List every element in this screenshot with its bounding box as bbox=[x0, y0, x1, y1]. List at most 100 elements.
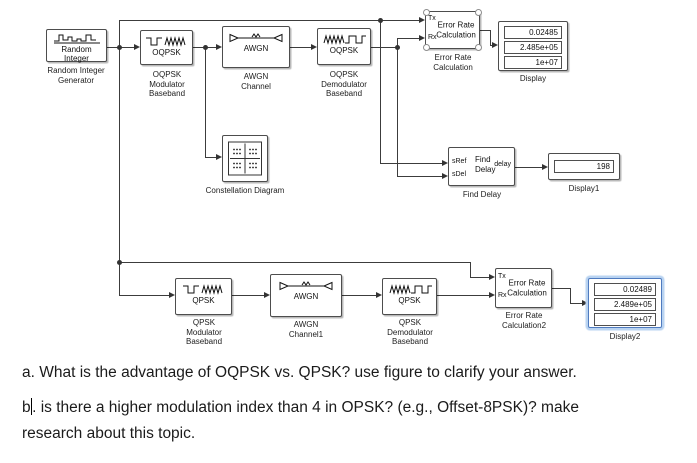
label-constellation-diagram: Constellation Diagram bbox=[205, 186, 285, 195]
block-text: QPSK bbox=[192, 296, 215, 305]
wire-arrowhead bbox=[376, 292, 382, 298]
signal-wire bbox=[515, 167, 543, 168]
label-display: Display bbox=[519, 74, 547, 83]
block-awgn-channel1[interactable]: AWGN bbox=[270, 274, 342, 317]
wire-junction-dot bbox=[117, 260, 122, 265]
wire-arrowhead bbox=[489, 292, 495, 298]
question-b-line1: . is there a higher modulation index tha… bbox=[32, 399, 579, 416]
block-text: Random Integer bbox=[61, 45, 92, 63]
block-constellation-diagram[interactable] bbox=[222, 135, 268, 182]
block-awgn-channel[interactable]: AWGN bbox=[222, 26, 290, 68]
constellation-scatter-icon bbox=[226, 139, 264, 178]
wire-junction-dot bbox=[395, 45, 400, 50]
signal-wire bbox=[371, 47, 398, 48]
signal-wire bbox=[397, 176, 443, 177]
label-display2: Display2 bbox=[609, 332, 641, 341]
demodulator-waveform-icon bbox=[387, 283, 433, 295]
display-value: 198 bbox=[554, 160, 614, 173]
signal-wire bbox=[490, 30, 491, 45]
block-find-delay[interactable]: sRef sDel Find Delay delay bbox=[448, 147, 515, 186]
port-tx: Tx bbox=[428, 15, 436, 22]
block-display2[interactable]: 0.02489 2.489e+05 1e+07 bbox=[588, 278, 662, 328]
label-oqpsk-demodulator: OQPSK Demodulator Baseband bbox=[321, 70, 367, 98]
block-text: Find Delay bbox=[475, 155, 496, 174]
modulator-waveform-icon bbox=[181, 283, 227, 295]
wire-arrowhead bbox=[169, 292, 175, 298]
block-error-rate-calculation[interactable]: Tx Rx Error Rate Calculation bbox=[423, 9, 482, 51]
wire-arrowhead bbox=[492, 42, 498, 48]
modulator-waveform-icon bbox=[144, 35, 190, 47]
block-text: QPSK bbox=[398, 296, 421, 305]
label-random-integer-generator: Random Integer Generator bbox=[47, 66, 105, 85]
wire-junction-dot bbox=[378, 18, 383, 23]
signal-wire bbox=[397, 38, 398, 47]
selection-handle[interactable] bbox=[475, 44, 482, 51]
signal-wire bbox=[119, 295, 170, 296]
block-text: OQPSK bbox=[329, 46, 359, 55]
block-text: AWGN bbox=[243, 44, 269, 53]
block-text: AWGN bbox=[293, 292, 319, 301]
selection-handle[interactable] bbox=[423, 44, 430, 51]
block-text: Error Rate Calculation bbox=[436, 20, 476, 40]
awgn-channel-icon bbox=[227, 33, 285, 43]
display-value: 1e+07 bbox=[594, 313, 656, 326]
wire-arrowhead bbox=[419, 35, 425, 41]
signal-wire bbox=[470, 262, 471, 277]
block-oqpsk-modulator[interactable]: OQPSK bbox=[140, 30, 193, 65]
block-display1[interactable]: 198 bbox=[548, 153, 620, 180]
block-qpsk-demodulator[interactable]: QPSK bbox=[382, 278, 437, 315]
question-b[interactable]: b. is there a higher modulation index th… bbox=[22, 395, 690, 447]
signal-wire bbox=[342, 295, 377, 296]
selection-handle[interactable] bbox=[423, 9, 430, 16]
label-qpsk-modulator: QPSK Modulator Baseband bbox=[185, 318, 223, 346]
signal-wire bbox=[397, 47, 398, 176]
display-value: 2.489e+05 bbox=[594, 298, 656, 311]
block-oqpsk-demodulator[interactable]: OQPSK bbox=[317, 28, 371, 65]
signal-wire bbox=[552, 288, 571, 289]
question-b-line2: research about this topic. bbox=[22, 425, 196, 442]
question-b-prefix: b bbox=[22, 399, 31, 416]
signal-wire bbox=[480, 30, 491, 31]
wire-arrowhead bbox=[216, 154, 222, 160]
display-value: 0.02489 bbox=[594, 283, 656, 296]
selection-handle[interactable] bbox=[475, 9, 482, 16]
display-value: 0.02485 bbox=[504, 26, 562, 39]
wire-arrowhead bbox=[311, 44, 317, 50]
block-error-rate-calculation2[interactable]: Tx Rx Error Rate Calculation bbox=[495, 268, 552, 308]
wire-junction-dot bbox=[117, 45, 122, 50]
wire-arrowhead bbox=[134, 44, 140, 50]
block-qpsk-modulator[interactable]: QPSK bbox=[175, 278, 232, 315]
question-a[interactable]: a. What is the advantage of OQPSK vs. QP… bbox=[22, 364, 577, 381]
port-rx: Rx bbox=[498, 292, 507, 299]
wire-arrowhead bbox=[582, 300, 588, 306]
port-tx: Tx bbox=[498, 273, 506, 280]
label-awgn-channel: AWGN Channel bbox=[241, 72, 271, 91]
awgn-channel-icon bbox=[277, 281, 335, 291]
label-error-rate-calculation2: Error Rate Calculation2 bbox=[501, 311, 547, 330]
block-text: OQPSK bbox=[152, 48, 181, 57]
label-find-delay: Find Delay bbox=[462, 190, 502, 199]
question-text-area: a. What is the advantage of OQPSK vs. QP… bbox=[22, 360, 690, 447]
wire-arrowhead bbox=[442, 160, 448, 166]
label-qpsk-demodulator: QPSK Demodulator Baseband bbox=[387, 318, 433, 346]
signal-wire bbox=[397, 38, 420, 39]
random-stairstep-signal-icon bbox=[52, 33, 102, 44]
port-rx: Rx bbox=[428, 34, 437, 41]
port-sdel: sDel bbox=[452, 171, 467, 178]
display-value: 1e+07 bbox=[504, 56, 562, 69]
signal-wire bbox=[119, 20, 120, 47]
block-text: Error Rate Calculation bbox=[507, 278, 547, 298]
block-random-integer-generator[interactable]: Random Integer bbox=[46, 29, 107, 63]
block-display[interactable]: 0.02485 2.485e+05 1e+07 bbox=[498, 21, 568, 71]
wire-arrowhead bbox=[216, 44, 222, 50]
wire-arrowhead bbox=[419, 17, 425, 23]
wire-arrowhead bbox=[542, 164, 548, 170]
signal-wire bbox=[380, 163, 442, 164]
signal-wire bbox=[119, 262, 471, 263]
signal-wire bbox=[290, 47, 312, 48]
signal-wire bbox=[380, 20, 381, 163]
label-awgn-channel1: AWGN Channel1 bbox=[288, 320, 324, 339]
port-sref: sRef bbox=[452, 158, 467, 165]
signal-wire bbox=[437, 295, 490, 296]
signal-wire bbox=[107, 47, 138, 48]
